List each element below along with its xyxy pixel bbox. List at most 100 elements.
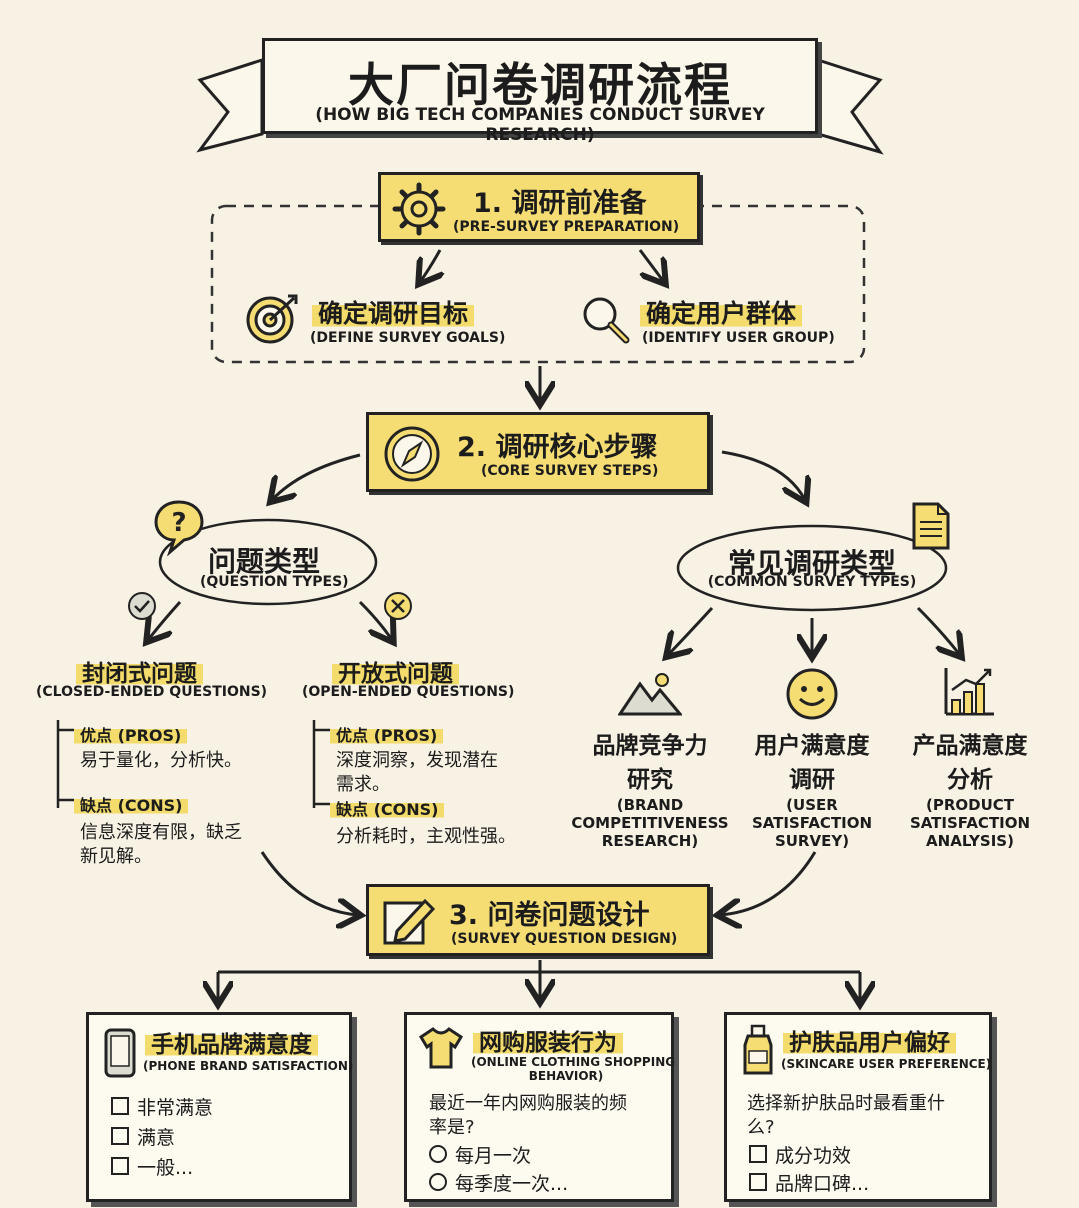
radio-button[interactable] bbox=[429, 1145, 447, 1163]
smiley-icon bbox=[786, 668, 838, 720]
open-cons-label: 缺点 (CONS) bbox=[330, 796, 445, 820]
brand-research-zh-2: 研究 bbox=[627, 767, 673, 793]
ribbon-left-tail bbox=[196, 57, 264, 153]
phone-option-1-label: 非常满意 bbox=[137, 1097, 214, 1119]
skincare-option-2-label: 品牌口碑... bbox=[775, 1173, 870, 1195]
pencil-icon bbox=[383, 898, 436, 945]
survey-types-zh: 常见调研类型 bbox=[0, 542, 1079, 582]
brand-research-zh-1: 品牌竞争力 bbox=[592, 733, 708, 759]
user-satisfaction-en-3: SURVEY) bbox=[774, 832, 850, 850]
svg-text:?: ? bbox=[171, 508, 186, 538]
question-types-zh: 问题类型 bbox=[208, 545, 321, 578]
checkbox[interactable] bbox=[111, 1157, 129, 1175]
skincare-option-2[interactable]: 品牌口碑... bbox=[749, 1169, 869, 1196]
brand-research-item: 品牌竞争力 研究 (BRAND COMPETITIVENESS RESEARCH… bbox=[570, 726, 730, 850]
phone-option-3[interactable]: 一般... bbox=[111, 1153, 193, 1180]
page-title: 大厂问卷调研流程 bbox=[348, 58, 732, 112]
phone-option-1[interactable]: 非常满意 bbox=[111, 1093, 213, 1120]
user-satisfaction-item: 用户满意度 调研 (USER SATISFACTION SURVEY) bbox=[732, 726, 892, 850]
step3-title: 3. 问卷问题设计 bbox=[449, 900, 650, 931]
product-satisfaction-zh-1: 产品满意度 bbox=[912, 733, 1028, 759]
compass-icon bbox=[384, 426, 440, 482]
step3-subtitle: (SURVEY QUESTION DESIGN) bbox=[451, 931, 678, 947]
skincare-option-1[interactable]: 成分功效 bbox=[749, 1141, 851, 1168]
open-pros-label: 优点 (PROS) bbox=[330, 722, 444, 746]
closed-questions-en: (CLOSED-ENDED QUESTIONS) bbox=[36, 684, 268, 700]
question-types-en: (QUESTION TYPES) bbox=[200, 574, 349, 590]
cross-icon bbox=[384, 592, 412, 620]
step1-box: 1. 调研前准备 (PRE-SURVEY PREPARATION) bbox=[378, 172, 700, 242]
bar-chart-icon bbox=[944, 668, 994, 716]
phone-option-2[interactable]: 满意 bbox=[111, 1123, 175, 1150]
phone-icon bbox=[104, 1028, 136, 1078]
clothing-question-2: 率是? bbox=[429, 1117, 475, 1138]
product-satisfaction-en-1: (PRODUCT bbox=[925, 796, 1015, 814]
clothing-question-1: 最近一年内网购服装的频 bbox=[429, 1093, 627, 1114]
checkbox[interactable] bbox=[111, 1097, 129, 1115]
user-satisfaction-en-2: SATISFACTION bbox=[751, 814, 873, 832]
user-group-label-en: (IDENTIFY USER GROUP) bbox=[642, 330, 835, 346]
closed-cons-text-1: 信息深度有限，缺乏 bbox=[80, 822, 242, 843]
goal-label-zh: 确定调研目标 bbox=[312, 294, 475, 330]
checkbox[interactable] bbox=[749, 1145, 767, 1163]
ribbon-right-tail bbox=[816, 57, 884, 155]
open-cons-text: 分析耗时，主观性强。 bbox=[336, 826, 516, 847]
page-subtitle: (HOW BIG TECH COMPANIES CONDUCT SURVEY R… bbox=[315, 105, 765, 145]
phone-card-title: 手机品牌满意度 bbox=[145, 1025, 318, 1059]
question-types-ellipse bbox=[158, 518, 378, 606]
document-icon bbox=[912, 502, 950, 550]
skincare-card: 护肤品用户偏好 (SKINCARE USER PREFERENCE) 选择新护肤… bbox=[724, 1012, 992, 1202]
bottle-icon bbox=[743, 1024, 773, 1075]
brand-research-en-2: COMPETITIVENESS bbox=[571, 814, 729, 832]
clothing-card-subtitle-2: BEHAVIOR) bbox=[528, 1069, 604, 1083]
title-banner: 大厂问卷调研流程 (HOW BIG TECH COMPANIES CONDUCT… bbox=[262, 38, 818, 145]
skincare-card-title: 护肤品用户偏好 bbox=[783, 1023, 956, 1057]
magnifier-icon bbox=[583, 297, 630, 344]
product-satisfaction-en-2: SATISFACTION bbox=[909, 814, 1031, 832]
clothing-option-2[interactable]: 每季度一次... bbox=[429, 1169, 568, 1196]
closed-pros-text: 易于量化，分析快。 bbox=[80, 750, 242, 771]
step2-box: 2. 调研核心步骤 (CORE SURVEY STEPS) bbox=[366, 412, 710, 492]
radio-button[interactable] bbox=[429, 1173, 447, 1191]
survey-types-ellipse bbox=[676, 524, 948, 612]
clothing-card-subtitle-1: (ONLINE CLOTHING SHOPPING bbox=[471, 1055, 676, 1069]
closed-cons-label: 缺点 (CONS) bbox=[74, 792, 189, 816]
survey-types-en: (COMMON SURVEY TYPES) bbox=[0, 574, 1079, 590]
clothing-option-2-label: 每季度一次... bbox=[455, 1173, 569, 1195]
phone-option-2-label: 满意 bbox=[137, 1127, 176, 1149]
target-icon bbox=[246, 294, 298, 344]
product-satisfaction-zh-2: 分析 bbox=[947, 767, 993, 793]
survey-types-en-text: (COMMON SURVEY TYPES) bbox=[707, 574, 917, 590]
clothing-option-1[interactable]: 每月一次 bbox=[429, 1141, 531, 1168]
product-satisfaction-en-3: ANALYSIS) bbox=[926, 832, 1014, 850]
step2-subtitle: (CORE SURVEY STEPS) bbox=[481, 463, 659, 479]
open-questions-zh: 开放式问题 bbox=[332, 654, 459, 688]
survey-types-zh-text: 常见调研类型 bbox=[727, 547, 896, 580]
checkbox[interactable] bbox=[111, 1127, 129, 1145]
closed-questions-zh: 封闭式问题 bbox=[76, 654, 203, 688]
product-satisfaction-item: 产品满意度 分析 (PRODUCT SATISFACTION ANALYSIS) bbox=[890, 726, 1050, 850]
check-icon bbox=[128, 592, 156, 620]
checkbox[interactable] bbox=[749, 1173, 767, 1191]
step2-title: 2. 调研核心步骤 bbox=[457, 432, 658, 463]
tshirt-icon bbox=[418, 1027, 464, 1069]
user-satisfaction-en-1: (USER bbox=[786, 796, 838, 814]
brand-research-en-1: (BRAND bbox=[616, 796, 684, 814]
step1-subtitle: (PRE-SURVEY PREPARATION) bbox=[453, 219, 680, 235]
gear-icon bbox=[392, 182, 446, 236]
user-group-label-zh: 确定用户群体 bbox=[640, 294, 803, 330]
step3-box: 3. 问卷问题设计 (SURVEY QUESTION DESIGN) bbox=[366, 884, 710, 956]
clothing-card-title: 网购服装行为 bbox=[473, 1023, 623, 1057]
open-pros-text-2: 需求。 bbox=[336, 774, 390, 795]
phone-card-subtitle: (PHONE BRAND SATISFACTION) bbox=[143, 1059, 354, 1073]
open-pros-text-1: 深度洞察，发现潜在 bbox=[336, 750, 498, 771]
goal-label-en: (DEFINE SURVEY GOALS) bbox=[310, 330, 506, 346]
phone-option-3-label: 一般... bbox=[137, 1157, 194, 1179]
user-satisfaction-zh-2: 调研 bbox=[789, 767, 835, 793]
user-satisfaction-zh-1: 用户满意度 bbox=[754, 733, 870, 759]
step1-title: 1. 调研前准备 bbox=[473, 188, 647, 219]
question-icon: ? bbox=[154, 500, 204, 556]
brand-research-en-3: RESEARCH) bbox=[601, 832, 699, 850]
skincare-question-2: 么? bbox=[747, 1117, 775, 1138]
online-clothing-card: 网购服装行为 (ONLINE CLOTHING SHOPPING BEHAVIO… bbox=[404, 1012, 676, 1202]
